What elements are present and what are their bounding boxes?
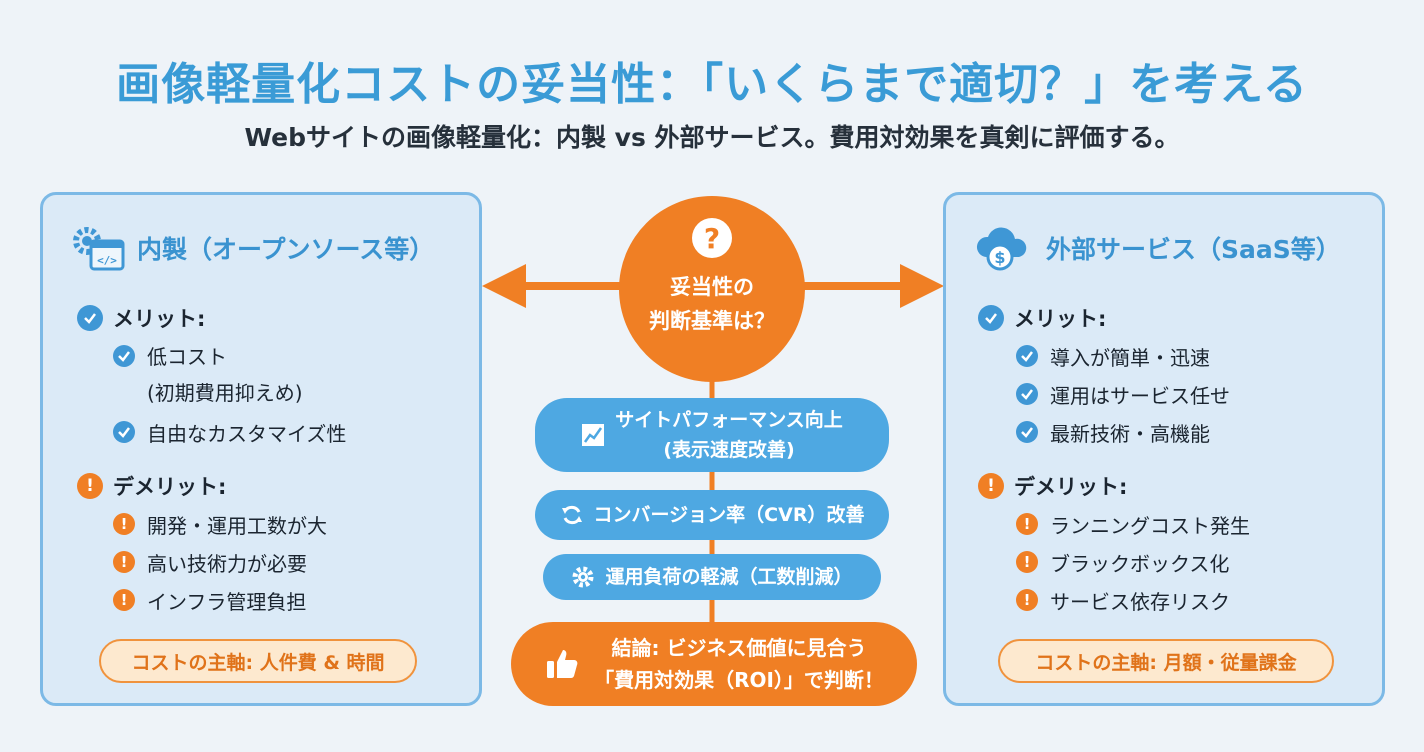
exclamation-icon: ! xyxy=(113,513,135,535)
thumbs-up-icon xyxy=(547,650,578,678)
gear-code-icon: </> xyxy=(73,227,125,271)
check-icon xyxy=(978,305,1004,331)
exclamation-icon: ! xyxy=(77,473,103,499)
merits-heading: メリット: xyxy=(77,303,205,333)
list-item: 運用はサービス任せ xyxy=(1016,383,1230,409)
list-item: ! インフラ管理負担 xyxy=(113,589,306,615)
exclamation-icon: ! xyxy=(113,589,135,611)
criterion-workload: 運用負荷の軽減（工数削減） xyxy=(543,554,881,600)
criterion-cvr: コンバージョン率（CVR）改善 xyxy=(535,490,889,540)
list-item: 導入が簡単・迅速 xyxy=(1016,345,1210,371)
in-house-panel: </> 内製（オープンソース等） メリット: 低コスト (初期費用抑えめ) 自由… xyxy=(40,192,482,706)
check-icon xyxy=(113,345,135,367)
list-item: ! ランニングコスト発生 xyxy=(1016,513,1250,539)
cost-axis-badge: コストの主軸: 月額・従量課金 xyxy=(998,639,1334,683)
trend-chart-icon xyxy=(582,424,605,446)
check-icon xyxy=(113,421,135,443)
exclamation-icon: ! xyxy=(978,473,1004,499)
conclusion-banner: 結論: ビジネス価値に見合う 「費用対効果（ROI）」で判断！ xyxy=(511,622,917,706)
exclamation-icon: ! xyxy=(113,551,135,573)
external-service-panel: $ 外部サービス（SaaS等） メリット: 導入が簡単・迅速 運用はサービス任せ… xyxy=(943,192,1385,706)
question-icon: ? xyxy=(692,218,732,258)
list-item: ! サービス依存リスク xyxy=(1016,589,1230,615)
demerits-heading: ! デメリット: xyxy=(77,471,226,501)
cloud-dollar-icon: $ xyxy=(976,227,1027,271)
list-item: 最新技術・高機能 xyxy=(1016,421,1210,447)
criteria-question: 妥当性の 判断基準は？ xyxy=(649,275,775,333)
criteria-question-circle: ? 妥当性の 判断基準は？ xyxy=(619,196,805,382)
check-icon xyxy=(1016,345,1038,367)
exclamation-icon: ! xyxy=(1016,589,1038,611)
external-service-title: 外部サービス（SaaS等） xyxy=(1046,235,1341,264)
cost-axis-badge: コストの主軸: 人件費 & 時間 xyxy=(99,639,417,683)
svg-text:$: $ xyxy=(994,248,1005,267)
merits-heading: メリット: xyxy=(978,303,1106,333)
demerits-heading: ! デメリット: xyxy=(978,471,1127,501)
check-icon xyxy=(77,305,103,331)
exclamation-icon: ! xyxy=(1016,551,1038,573)
page-title: 画像軽量化コストの妥当性：「いくらまで適切？」を考える xyxy=(116,59,1308,110)
page-subtitle: Webサイトの画像軽量化：内製 vs 外部サービス。費用対効果を真剣に評価する。 xyxy=(244,123,1180,152)
gear-icon xyxy=(572,566,594,588)
list-item: ! 開発・運用工数が大 xyxy=(113,513,327,539)
list-item: ! ブラックボックス化 xyxy=(1016,551,1229,577)
exclamation-icon: ! xyxy=(1016,513,1038,535)
list-item: 自由なカスタマイズ性 xyxy=(113,421,346,447)
check-icon xyxy=(1016,383,1038,405)
check-icon xyxy=(1016,421,1038,443)
list-item: ! 高い技術力が必要 xyxy=(113,551,307,577)
refresh-icon xyxy=(561,505,582,525)
criterion-performance: サイトパフォーマンス向上 (表示速度改善) xyxy=(535,398,889,472)
in-house-title: 内製（オープンソース等） xyxy=(137,235,435,264)
list-item: 低コスト (初期費用抑えめ) xyxy=(113,345,303,411)
svg-text:</>: </> xyxy=(97,254,117,267)
